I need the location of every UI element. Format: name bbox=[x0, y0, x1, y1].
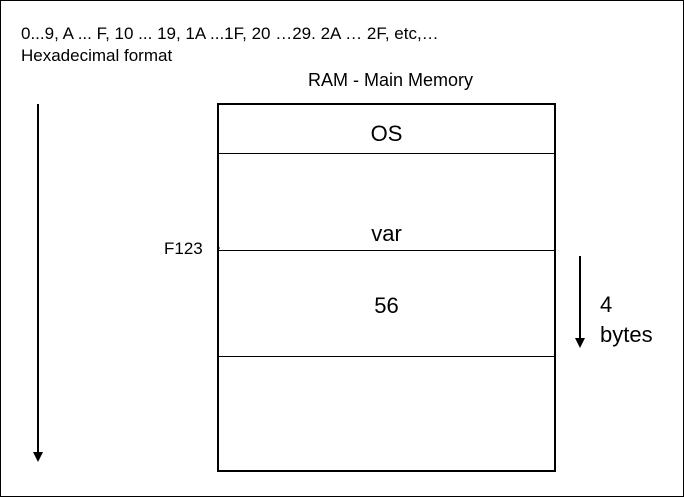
address-direction-arrow bbox=[33, 104, 43, 462]
variable-top-divider bbox=[219, 250, 554, 251]
memory-block: OS var 56 bbox=[217, 103, 556, 472]
hex-sequence-text: 0...9, A ... F, 10 ... 19, 1A ...1F, 20 … bbox=[21, 24, 439, 43]
os-region-divider bbox=[219, 153, 554, 154]
size-number: 4 bbox=[600, 292, 613, 317]
variable-bottom-divider bbox=[219, 356, 554, 357]
variable-name-label: var bbox=[371, 221, 402, 246]
variable-value-label: 56 bbox=[374, 293, 399, 318]
ram-title: RAM - Main Memory bbox=[308, 70, 474, 90]
size-span-arrow bbox=[575, 256, 585, 348]
os-region-label: OS bbox=[370, 121, 403, 146]
memory-address-label: F123 bbox=[164, 239, 203, 258]
size-unit: bytes bbox=[600, 322, 653, 347]
hex-format-label: Hexadecimal format bbox=[21, 46, 173, 65]
